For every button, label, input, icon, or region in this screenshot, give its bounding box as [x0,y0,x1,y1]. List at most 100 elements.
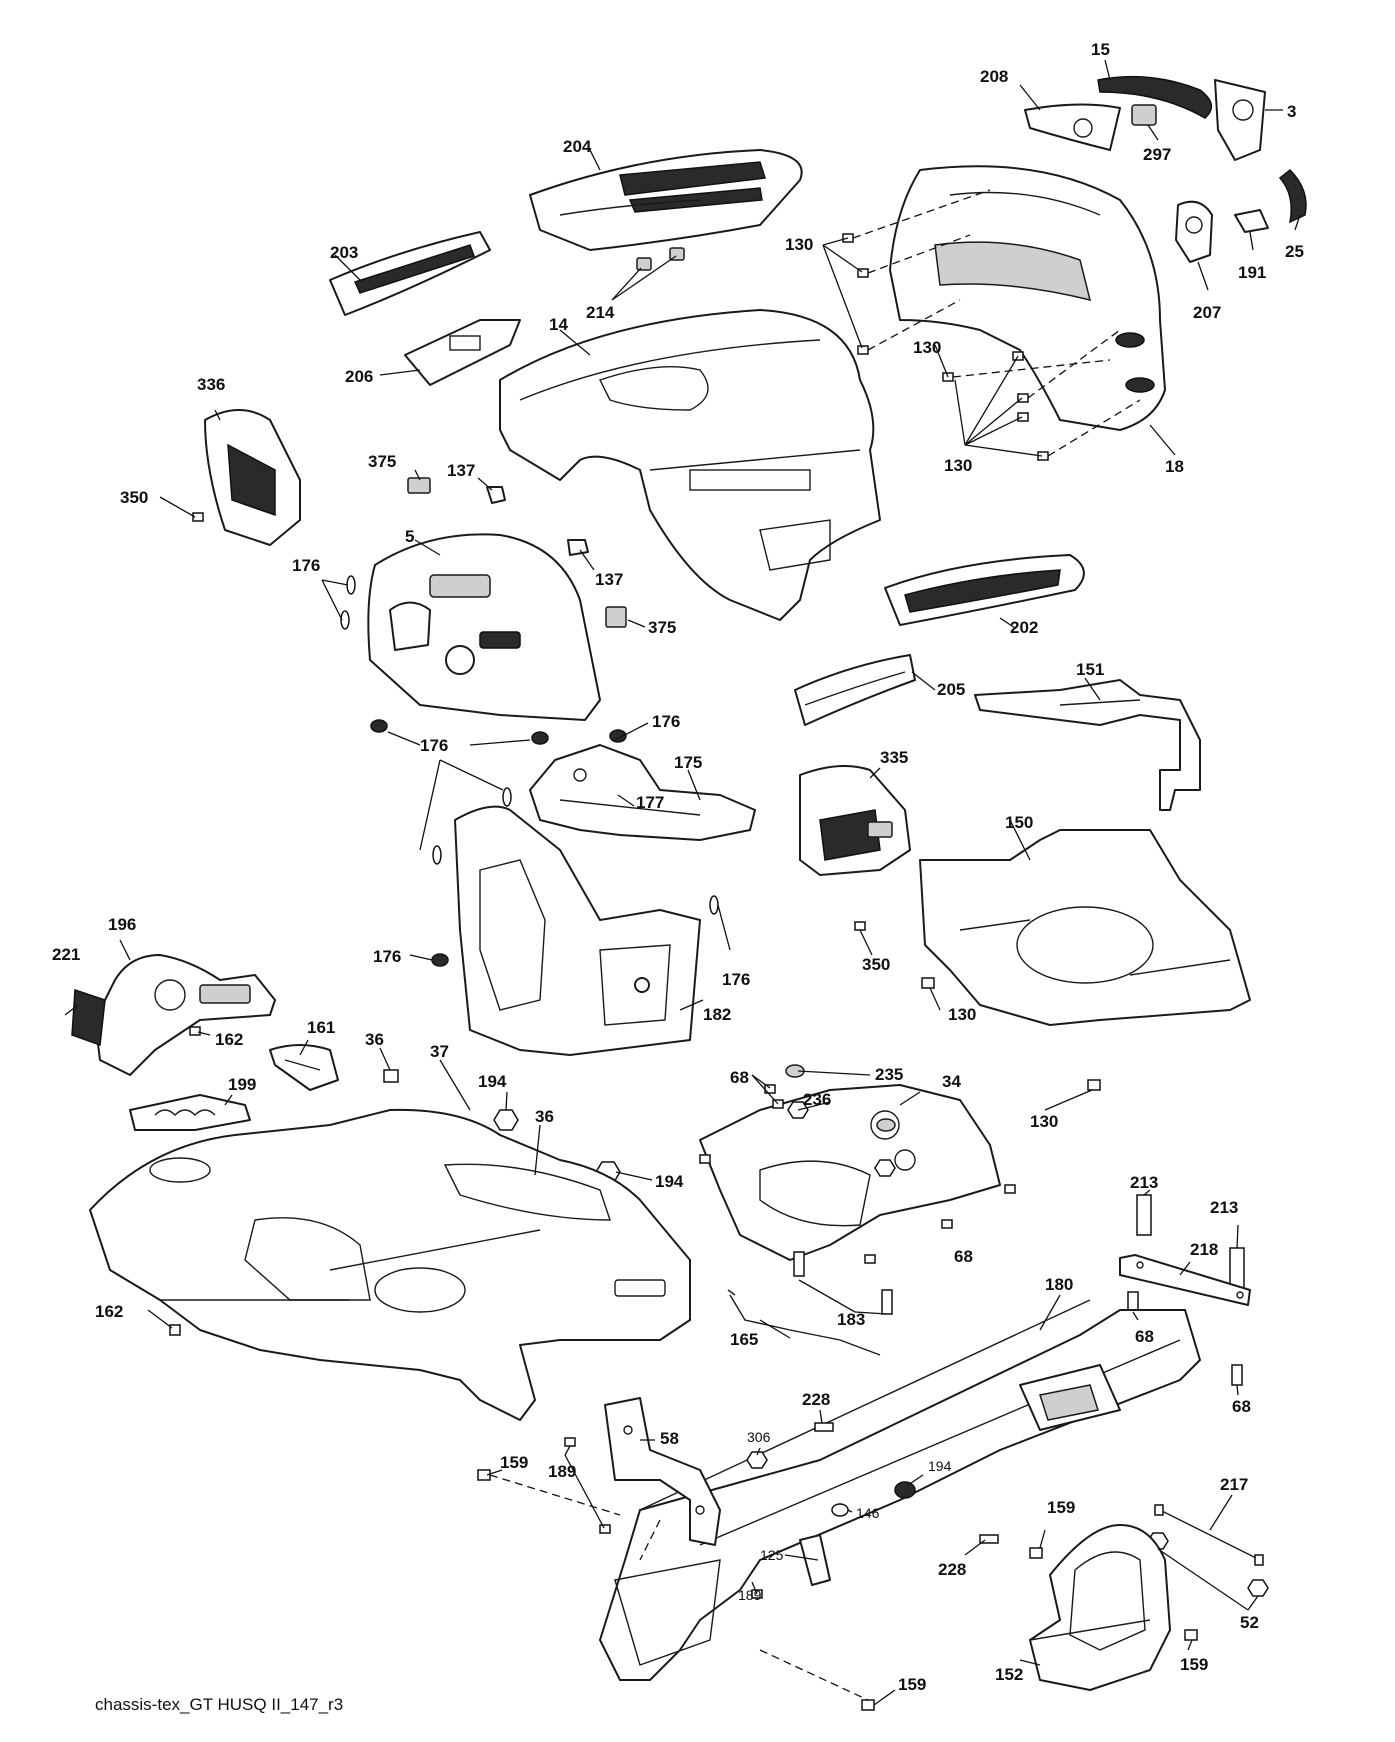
callout: 137 [595,570,623,589]
callout: 191 [1238,263,1266,282]
callout: 182 [703,1005,731,1024]
callout: 130 [913,338,941,357]
callout: 151 [1076,660,1104,679]
part-335-side-panel [799,765,911,876]
part-146-plug [831,1503,849,1517]
callout: 202 [1010,618,1038,637]
part-375-clip-b [605,606,627,628]
callout: 146 [856,1505,880,1521]
callout: 297 [1143,145,1171,164]
callout: 176 [722,970,750,989]
callout: 130 [785,235,813,254]
callout: 125 [760,1547,784,1563]
callout-labels: 15 3 208 297 25 191 207 204 203 214 14 2… [52,40,1304,1694]
part-199-clip [129,1094,251,1131]
callout: 58 [660,1429,679,1448]
part-151-bracket [974,679,1201,811]
callout: 25 [1285,242,1304,261]
part-204-hood-panel [529,149,803,251]
part-161-trim [269,1044,339,1091]
part-150-shield [919,829,1251,1026]
callout: 177 [636,793,664,812]
part-306-nut [746,1451,768,1469]
callout: 228 [802,1390,830,1409]
callout: 176 [652,712,680,731]
callout: 159 [898,1675,926,1694]
part-375-clip-a [407,477,431,494]
callout: 3 [1287,102,1296,121]
part-191-clip [1234,209,1269,233]
callout: 205 [937,680,965,699]
callout: 130 [948,1005,976,1024]
part-162-screw-b [169,1324,181,1336]
part-218-bracket [1119,1254,1251,1306]
part-297-clip [1131,104,1157,126]
grommets-176-lower [431,787,719,967]
part-34-plate [699,1084,1001,1261]
callout: 176 [373,947,401,966]
part-137-clip-a [486,486,506,504]
part-175-plate [529,744,756,841]
diagram-caption: chassis-tex_GT HUSQ II_147_r3 [95,1695,344,1714]
callout: 165 [730,1330,758,1349]
callout: 189 [548,1462,576,1481]
callout: 180 [1045,1275,1073,1294]
part-14-hood [499,309,881,621]
callout: 221 [52,945,80,964]
callout: 176 [292,556,320,575]
callout: 175 [674,753,702,772]
callout: 203 [330,243,358,262]
callout: 162 [215,1030,243,1049]
callout: 150 [1005,813,1033,832]
callout: 235 [875,1065,903,1084]
callout: 68 [1232,1397,1251,1416]
callout: 217 [1220,1475,1248,1494]
part-152-step [1029,1524,1171,1691]
callout: 52 [1240,1613,1259,1632]
part-162-screw-a [189,1026,201,1036]
callout: 214 [586,303,615,322]
part-206-panel [404,319,521,386]
callout: 36 [535,1107,554,1126]
callout: 161 [307,1018,335,1037]
callout: 36 [365,1030,384,1049]
callout: 159 [1180,1655,1208,1674]
callout: 204 [563,137,592,156]
part-194-nut-c [894,1481,916,1499]
part-214-clips [636,247,685,271]
grommets-176-upper [340,575,627,745]
part-130-bolt-e [1087,1079,1101,1091]
callout: 207 [1193,303,1221,322]
callout: 34 [942,1072,961,1091]
callout: 236 [803,1090,831,1109]
callout: 159 [1047,1498,1075,1517]
part-18-front-grille [889,165,1166,431]
part-15-trim [1097,75,1213,119]
callout: 336 [197,375,225,394]
callout: 14 [549,315,568,334]
callout: 68 [1135,1327,1154,1346]
callout: 335 [880,748,908,767]
part-221-decal [71,988,106,1047]
part-350-screw-b [854,921,866,931]
part-130-bolt-d [921,977,935,989]
callout: 37 [430,1042,449,1061]
callout: 206 [345,367,373,386]
callout: 130 [1030,1112,1058,1131]
callout: 183 [837,1310,865,1329]
callout: 208 [980,67,1008,86]
part-228-bolts [814,1422,999,1544]
callout: 18 [1165,457,1184,476]
callout: 194 [655,1172,684,1191]
callout: 189 [738,1587,762,1603]
part-182-console [454,805,701,1056]
part-189-screws [564,1437,763,1599]
callout: 375 [368,452,396,471]
callout: 199 [228,1075,256,1094]
callout: 68 [954,1247,973,1266]
callout: 176 [420,736,448,755]
part-37-fender [89,1108,691,1421]
callout: 68 [730,1068,749,1087]
part-159-bolts [477,1469,1198,1711]
